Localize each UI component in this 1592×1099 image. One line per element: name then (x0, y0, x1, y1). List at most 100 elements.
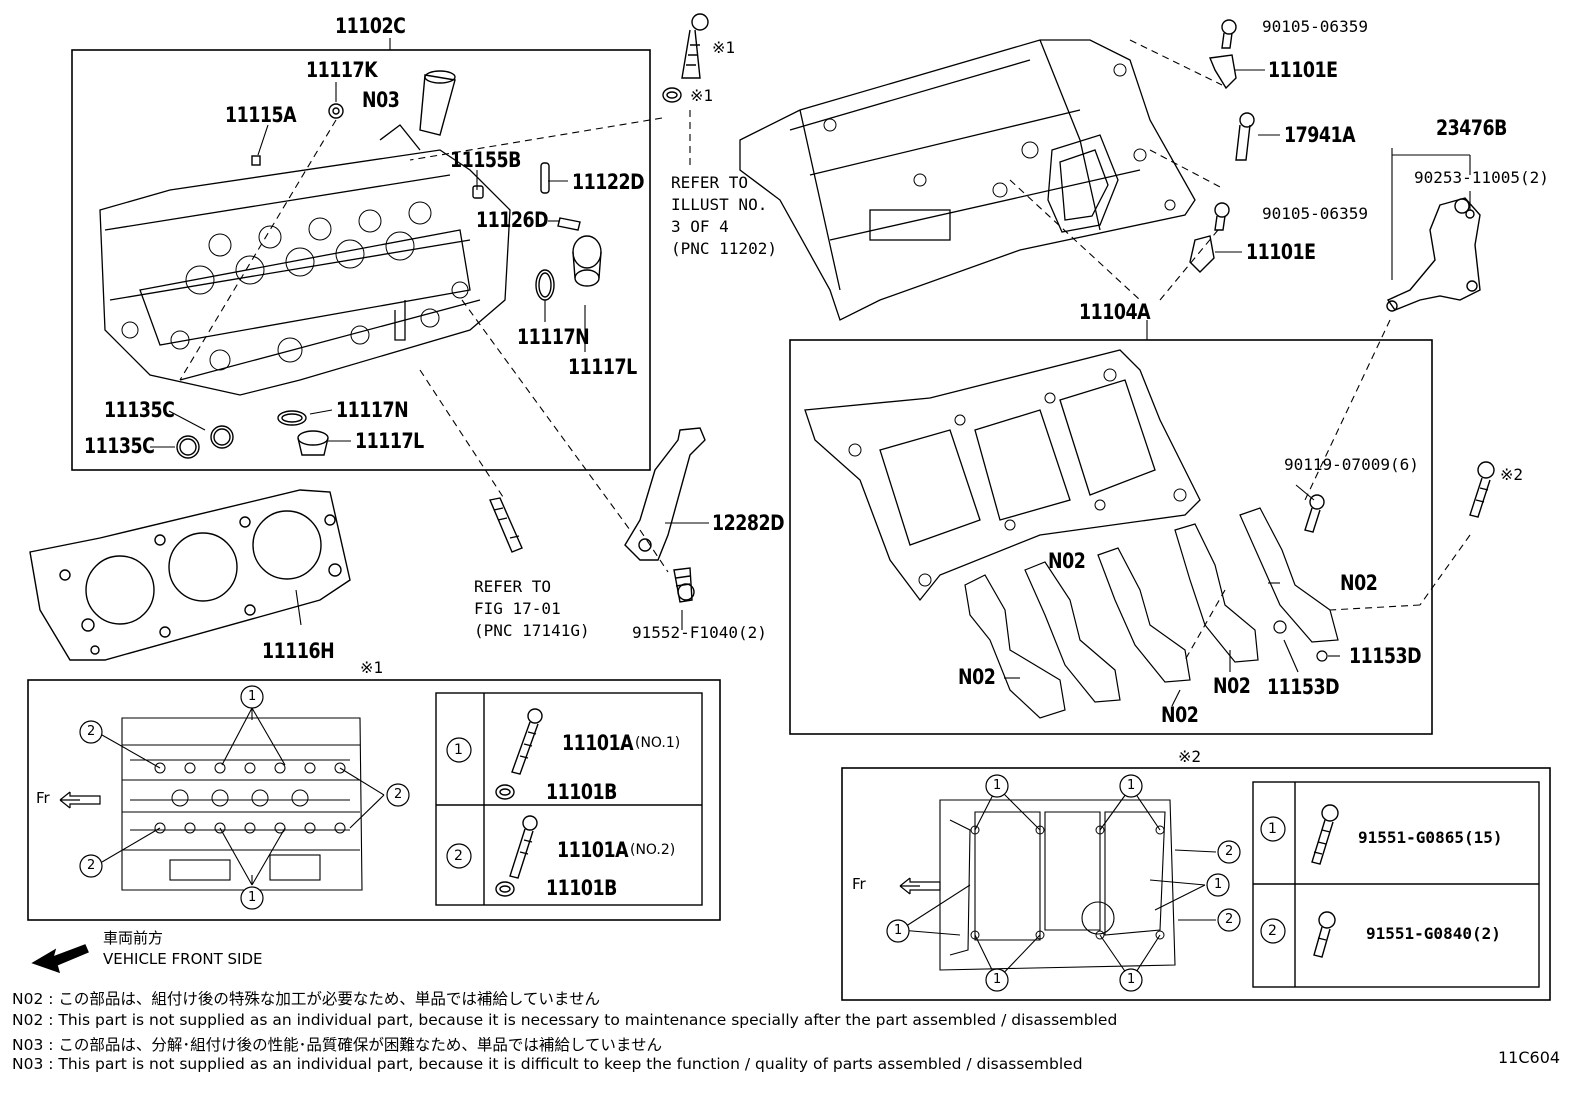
detail2-row2-bolt: 91551-G0840(2) (1366, 924, 1501, 943)
detail2-callout-1-tr: 1 (1127, 778, 1136, 793)
note-n03-jp: N03 : この部品は、分解･組付け後の性能･品質確保が困難なため、単品では補給… (12, 1036, 662, 1054)
crankcase-upper (739, 39, 1196, 321)
detail1-row2-bolt: 11101A (557, 838, 629, 862)
detail2-frame (841, 767, 1551, 1001)
stud-bolt (489, 497, 523, 553)
upper-right-parts (1189, 19, 1255, 273)
detail1-row2-suffix: (NO.2) (630, 842, 676, 858)
detail1-callout-2-bl: 2 (87, 858, 96, 873)
label-11135c-2: 11135C (84, 434, 155, 458)
detail1-front-label: Fr (36, 789, 50, 807)
detail1-row1-num: 1 (454, 742, 463, 758)
detail2-row1-num: 1 (1268, 821, 1277, 837)
detail2-callout-1-l: 1 (894, 923, 903, 938)
label-11104a: 11104A (1079, 300, 1151, 324)
label-90119: 90119-07009(6) (1284, 455, 1419, 474)
cylinder-head (99, 124, 511, 396)
detail1-row1-bolt: 11101A (562, 731, 634, 755)
label-90105-top: 90105-06359 (1262, 17, 1368, 36)
detail1-callout-2-tl: 2 (87, 724, 96, 739)
label-17941a: 17941A (1284, 123, 1356, 147)
label-90253: 90253-11005(2) (1414, 168, 1549, 187)
refer-illust-line4: (PNC 11202) (671, 239, 777, 258)
label-11102c: 11102C (335, 14, 406, 38)
detail2-callout-1-r: 1 (1214, 877, 1223, 892)
label-n02-d: N02 (1213, 674, 1251, 698)
refer-fig-note: REFER TO FIG 17-01 (PNC 17141G) (474, 576, 590, 642)
label-11101e-mid: 11101E (1246, 240, 1316, 264)
label-n02-b: N02 (1340, 571, 1378, 595)
label-11117n-2: 11117N (336, 398, 409, 422)
crankcase-frame (789, 339, 1433, 735)
label-11155b: 11155B (450, 148, 521, 172)
label-mark2-bolt: ※2 (1500, 465, 1524, 484)
detail1-callout-1-top: 1 (248, 689, 257, 704)
detail2-title: ※2 (1178, 747, 1202, 766)
label-90105-mid: 90105-06359 (1262, 204, 1368, 223)
label-23476b: 23476B (1436, 116, 1507, 140)
bolts-right (1304, 461, 1495, 533)
note-n02-en: N02 : This part is not supplied as an in… (12, 1011, 1118, 1029)
label-11122d: 11122D (572, 170, 645, 194)
detail1-row2-num: 2 (454, 848, 463, 864)
engine-hanger (624, 427, 706, 561)
detail1-row1-washer: 11101B (546, 780, 617, 804)
detail2-row2-num: 2 (1268, 923, 1277, 939)
label-mark1-bolt: ※1 (712, 38, 736, 57)
note-n03-en: N03 : This part is not supplied as an in… (12, 1055, 1083, 1073)
label-n03: N03 (362, 88, 400, 112)
label-11117l: 11117L (568, 355, 637, 379)
label-11117k: 11117K (306, 58, 378, 82)
label-11116h: 11116H (262, 639, 335, 663)
detail2-row1-bolt: 91551-G0865(15) (1358, 828, 1503, 847)
cylinder-head-frame (71, 49, 651, 471)
head-gasket (29, 489, 351, 661)
detail1-callouts (79, 685, 472, 910)
detail1-table (435, 692, 703, 906)
refer-illust-note: REFER TO ILLUST NO. 3 OF 4 (PNC 11202) (671, 172, 777, 260)
figure-id: 11C604 (1498, 1048, 1561, 1067)
detail1-sketch (59, 707, 385, 891)
label-11101e-top: 11101E (1268, 58, 1338, 82)
detail2-table-parts (1311, 804, 1339, 958)
detail2-callout-2-top: 2 (1225, 844, 1234, 859)
refer-illust-line3: 3 OF 4 (671, 217, 729, 236)
bracket-23476b (1386, 197, 1481, 312)
detail1-title: ※1 (360, 658, 384, 677)
detail2-callout-2-bottom: 2 (1225, 912, 1234, 927)
vehicle-front-arrow (31, 944, 89, 974)
label-11153d-b: 11153D (1267, 675, 1340, 699)
crankcase-lower (804, 349, 1201, 602)
refer-fig-line2: FIG 17-01 (474, 599, 561, 618)
bolt-mark1 (662, 13, 709, 103)
label-n02-e: N02 (1161, 703, 1199, 727)
refer-illust-line1: REFER TO (671, 173, 749, 192)
label-mark1-washer: ※1 (690, 86, 714, 105)
n03-sleeve (419, 70, 456, 136)
detail1-row1-suffix: (NO.1) (635, 735, 681, 751)
label-11135c-1: 11135C (104, 398, 175, 422)
refer-fig-line1: REFER TO (474, 577, 552, 596)
label-11117n: 11117N (517, 325, 590, 349)
label-11117l-2: 11117L (355, 429, 424, 453)
vehicle-front-en: VEHICLE FRONT SIDE (103, 950, 263, 968)
detail1-callout-1-bottom: 1 (248, 890, 257, 905)
label-11115a: 11115A (225, 103, 297, 127)
detail1-row2-washer: 11101B (546, 876, 617, 900)
note-n02-jp: N02 : この部品は、組付け後の特殊な加工が必要なため、単品では補給していませ… (12, 990, 600, 1008)
bearing-caps (964, 507, 1339, 719)
detail2-callout-1-bl: 1 (993, 972, 1002, 987)
label-11153d-a: 11153D (1349, 644, 1422, 668)
detail1-table-parts (495, 708, 543, 897)
bolt-91552 (673, 567, 695, 603)
head-small-parts (176, 103, 602, 459)
detail2-front-label: Fr (852, 875, 866, 893)
label-11126d: 11126D (476, 208, 549, 232)
refer-illust-line2: ILLUST NO. (671, 195, 768, 214)
label-91552: 91552-F1040(2) (632, 623, 767, 642)
detail1-frame (27, 679, 721, 921)
detail2-callout-1-br: 1 (1127, 972, 1136, 987)
refer-fig-line3: (PNC 17141G) (474, 621, 590, 640)
